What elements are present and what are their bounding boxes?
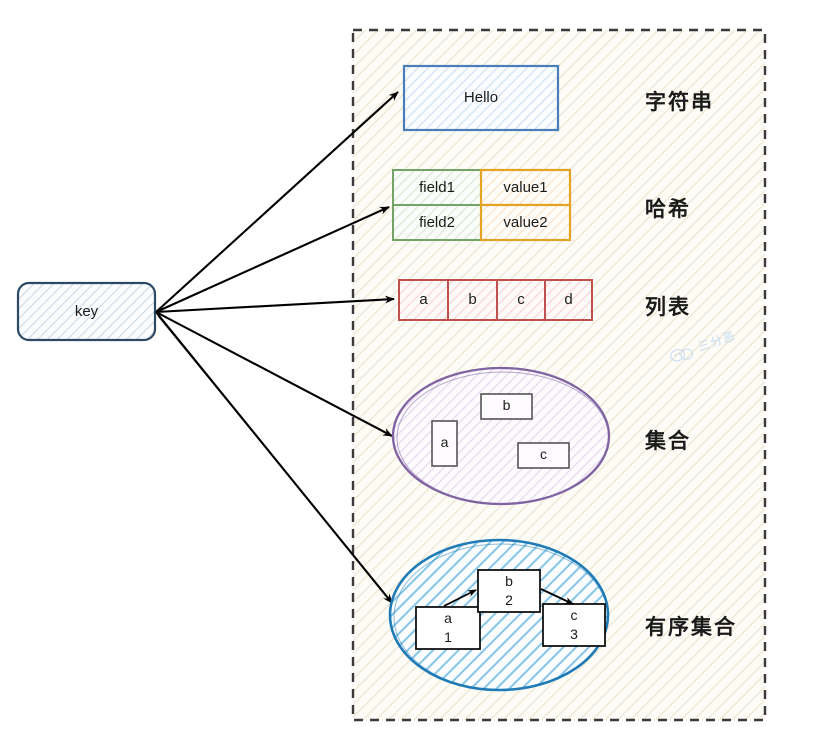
string-value-box	[402, 64, 560, 132]
hash-field-2: field2	[419, 214, 455, 231]
set-item-c: c	[540, 446, 547, 462]
zset-score-a: 1	[444, 629, 452, 645]
hash-value-2: value2	[503, 214, 548, 231]
arrow-to-hash	[155, 206, 390, 313]
zset-box-c	[542, 603, 606, 647]
zset-member-a: a	[444, 610, 452, 626]
zset-score-c: 3	[570, 626, 578, 642]
type-label-list: 列表	[645, 295, 691, 319]
type-label-hash: 哈希	[645, 197, 691, 221]
type-label-set: 集合	[645, 429, 691, 453]
zset-box-a	[415, 606, 481, 650]
zset-member-boxes	[415, 569, 606, 650]
string-value-text: Hello	[463, 89, 499, 106]
wechat-icon	[670, 348, 694, 362]
key-node-label: key	[74, 303, 99, 320]
hash-value-1: value1	[503, 179, 548, 196]
set-ellipse-shape	[391, 366, 611, 506]
type-label-zset: 有序集合	[645, 615, 737, 639]
list-item-3: d	[564, 291, 573, 308]
set-item-a: a	[440, 434, 449, 450]
key-node-shape	[16, 281, 157, 342]
list-item-0: a	[419, 291, 428, 308]
list-item-1: b	[468, 291, 477, 308]
zset-order-arrows	[443, 588, 574, 607]
hash-field-1: field1	[419, 179, 455, 196]
zset-member-b: b	[505, 573, 513, 589]
hash-table-shape	[392, 168, 572, 242]
zset-ellipse-shape	[388, 538, 610, 692]
arrow-to-set	[155, 311, 393, 437]
arrow-to-list	[155, 295, 395, 314]
zset-score-b: 2	[505, 592, 513, 608]
set-item-b: b	[502, 397, 511, 413]
type-label-string: 字符串	[645, 90, 714, 114]
list-cells-shape	[398, 279, 593, 321]
zset-box-b	[477, 569, 541, 613]
list-item-2: c	[517, 291, 525, 308]
watermark: 三分恶	[667, 327, 738, 366]
arrow-to-string	[155, 91, 399, 313]
set-member-boxes	[431, 393, 570, 469]
zset-member-c: c	[570, 607, 578, 623]
key-to-type-arrows	[155, 91, 399, 604]
